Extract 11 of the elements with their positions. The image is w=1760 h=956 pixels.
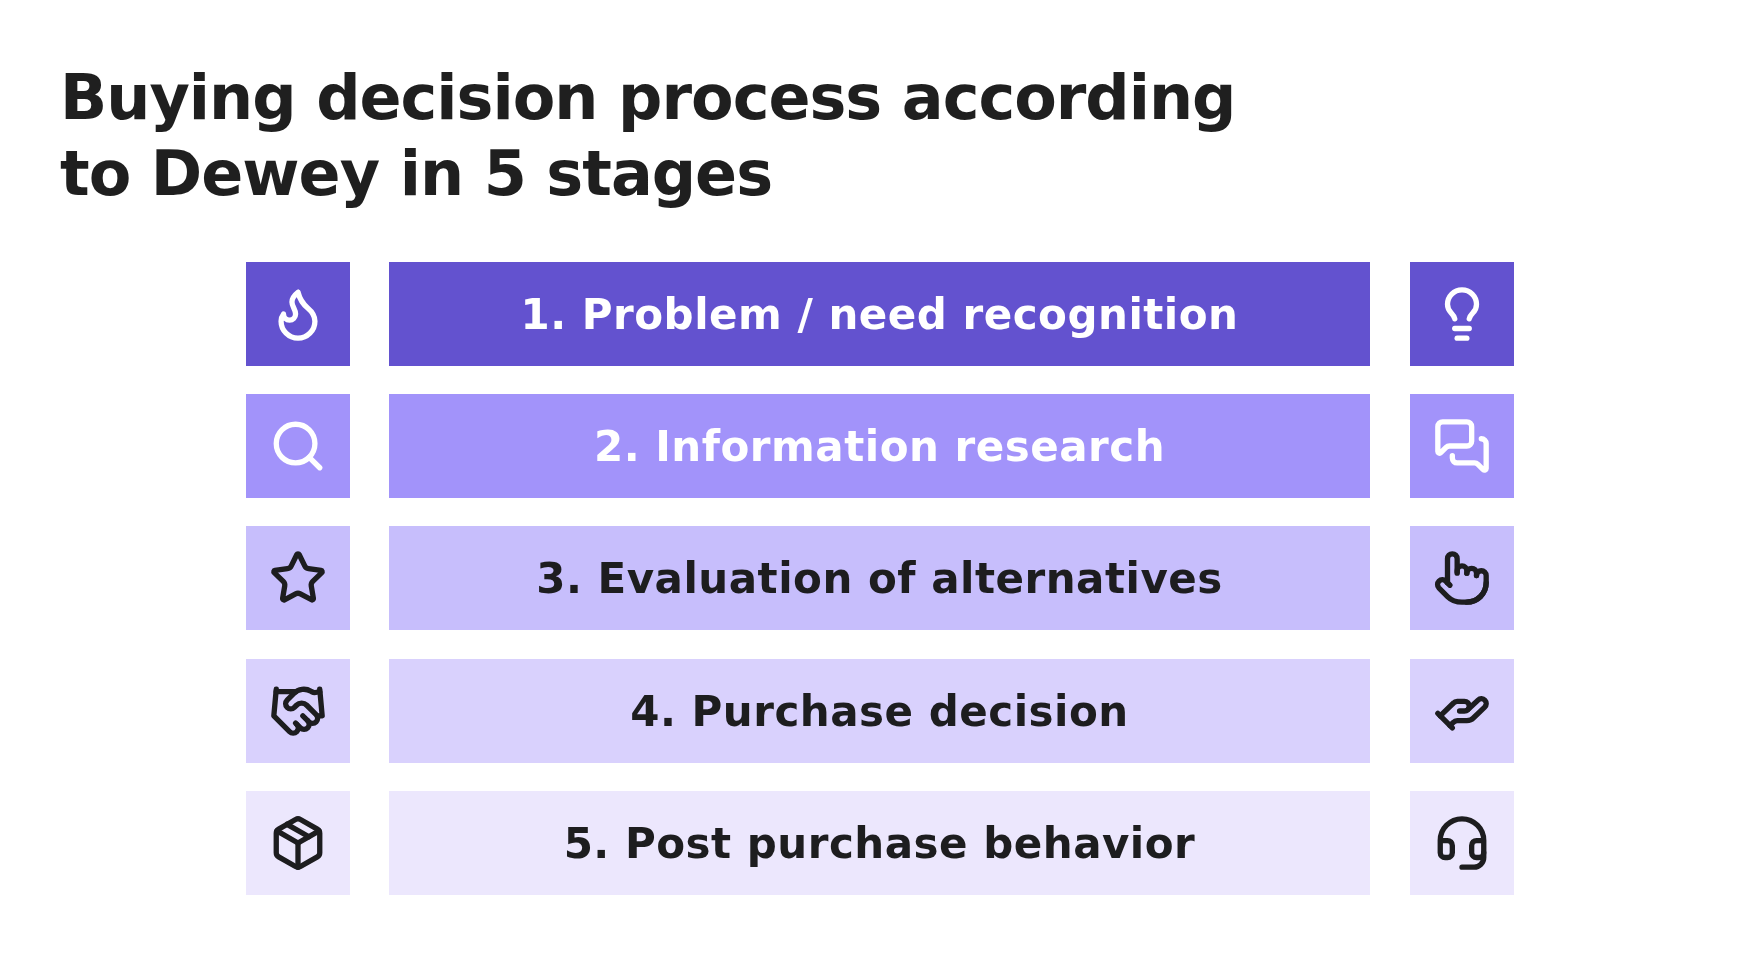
stage-label: 1. Problem / need recognition [520, 289, 1239, 339]
stage-label: 4. Purchase decision [630, 686, 1129, 736]
stage-label: 5. Post purchase behavior [563, 818, 1196, 868]
stage-label: 3. Evaluation of alternatives [536, 553, 1223, 603]
stage-bar [389, 659, 1370, 763]
stage-bar [389, 262, 1370, 366]
title: Buying decision process according to Dewey in 5 stages [60, 60, 1237, 212]
stage-label: 2. Information research [593, 421, 1166, 471]
stage-bar [389, 526, 1370, 630]
stage-bar [389, 791, 1370, 895]
stage-bar [389, 394, 1370, 498]
